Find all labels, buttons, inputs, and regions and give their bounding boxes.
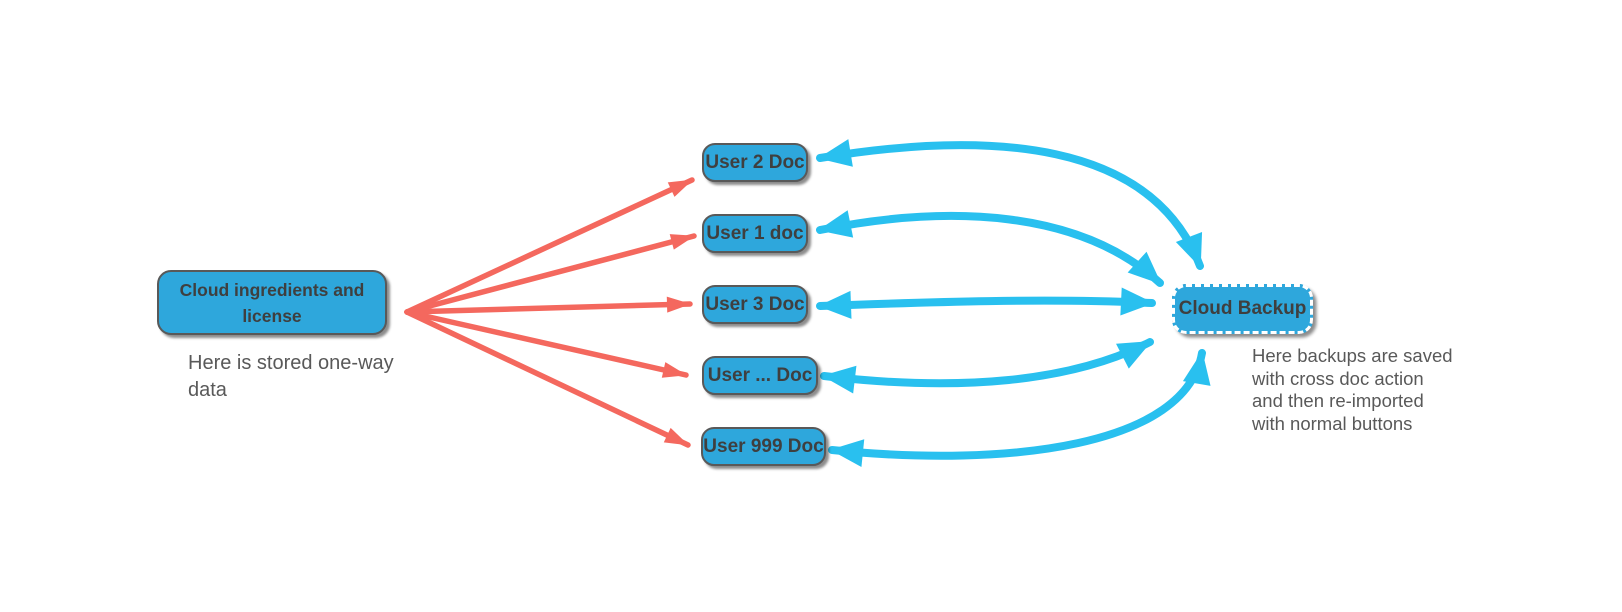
backup-caption-line-3: and then re-imported (1252, 390, 1424, 411)
node-user-3-doc: User 3 Doc (702, 285, 808, 324)
node-user-2-doc: User 2 Doc (702, 143, 808, 182)
blue-arrow-user-dots-backup (820, 338, 1154, 394)
node-cloud-ingredients: Cloud ingredients and license (157, 270, 387, 335)
node-user-999-doc-label: User 999 Doc (703, 435, 824, 457)
node-user-1-doc: User 1 doc (702, 214, 808, 253)
blue-arrow-user-3-backup (816, 287, 1156, 319)
backup-caption: Here backups are saved with cross doc ac… (1252, 345, 1453, 435)
red-arrow-to-user-2-doc (404, 177, 695, 315)
red-arrows-group (404, 177, 697, 448)
node-cloud-ingredients-label: Cloud ingredients and license (179, 279, 365, 326)
node-user-3-doc-label: User 3 Doc (705, 293, 805, 315)
blue-arrows-group (816, 139, 1211, 468)
source-caption-line-2: data (188, 379, 227, 401)
red-arrow-to-user-3-doc (404, 296, 693, 315)
red-arrow-to-user-999-doc (404, 309, 691, 448)
source-caption-line-1: Here is stored one-way (188, 352, 394, 374)
red-arrow-to-user-dots-doc (404, 309, 689, 378)
node-cloud-backup-inner: Cloud Backup (1172, 284, 1313, 334)
node-user-dots-doc: User ... Doc (702, 356, 818, 395)
blue-arrow-user-999-backup (828, 349, 1211, 468)
backup-caption-line-4: with normal buttons (1252, 412, 1413, 434)
node-user-1-doc-label: User 1 doc (706, 222, 804, 244)
backup-caption-line-1: Here backups are saved (1252, 345, 1453, 366)
node-cloud-backup: Cloud Backup (1172, 284, 1313, 334)
source-caption: Here is stored one-way data (188, 350, 394, 404)
node-user-dots-doc-label: User ... Doc (707, 364, 813, 386)
node-user-2-doc-label: User 2 Doc (705, 151, 805, 173)
red-arrow-to-user-1-doc (404, 233, 697, 315)
backup-caption-line-2: with cross doc action (1252, 367, 1424, 389)
node-cloud-backup-label: Cloud Backup (1178, 298, 1307, 319)
blue-arrow-user-2-backup (816, 139, 1204, 270)
node-user-999-doc: User 999 Doc (701, 427, 826, 466)
blue-arrow-user-1-backup (816, 210, 1164, 287)
